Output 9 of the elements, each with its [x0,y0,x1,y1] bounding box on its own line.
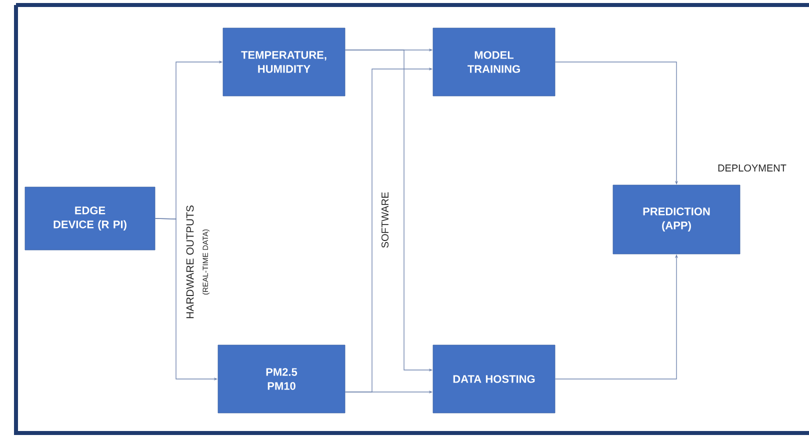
process-box: PM2.5 PM10 [218,344,346,414]
text-label: SOFTWARE [381,192,389,248]
process-box: EDGE DEVICE (R PI) [24,186,156,250]
process-box: MODEL TRAINING [432,28,556,96]
text-label: HARDWARE OUTPUTS [186,206,194,318]
process-box: DATA HOSTING [432,344,556,414]
process-box: TEMPERATURE, HUMIDITY [222,28,346,96]
text-label: DEPLOYMENT [718,164,786,172]
process-box: PREDICTION (APP) [612,184,740,254]
